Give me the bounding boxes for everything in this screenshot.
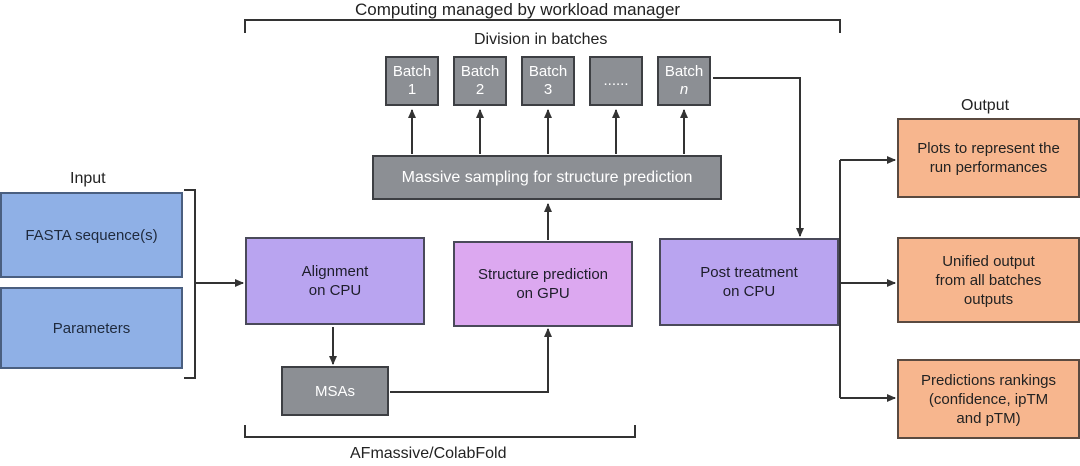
- batch-1-title: Batch: [392, 63, 432, 80]
- unified-line3: outputs: [963, 290, 1014, 308]
- msas-text: MSAs: [314, 382, 355, 400]
- rankings-line1: Predictions rankings: [920, 371, 1057, 389]
- batch-n-number: n: [679, 81, 689, 98]
- bottom-label: AFmassive/ColabFold: [350, 445, 507, 462]
- top-bracket: [244, 19, 841, 33]
- batch-2-number: 2: [475, 81, 485, 98]
- post-line1: Post treatment: [700, 264, 798, 281]
- batch-n-title: Batch: [664, 63, 704, 80]
- bottom-bracket: [244, 425, 636, 438]
- alignment-line2: on CPU: [308, 282, 362, 299]
- fasta-text: FASTA sequence(s): [25, 226, 158, 244]
- batch-3-title: Batch: [528, 63, 568, 80]
- input-bracket: [184, 189, 196, 379]
- division-label: Division in batches: [474, 31, 608, 48]
- batch-ellipsis-node: ......: [589, 56, 643, 106]
- msas-node: MSAs: [281, 366, 389, 416]
- unified-output-node: Unified output from all batches outputs: [897, 237, 1080, 323]
- batches-to-post-arrow: [713, 77, 804, 237]
- batch-n-node: Batch n: [657, 56, 711, 106]
- msas-to-structure-arrow: [390, 328, 552, 393]
- batch-3-node: Batch 3: [521, 56, 575, 106]
- batch-ellipsis-text: ......: [603, 72, 629, 89]
- post-treatment-node: Post treatment on CPU: [659, 238, 839, 326]
- fasta-node: FASTA sequence(s): [0, 192, 183, 278]
- input-label: Input: [70, 170, 106, 187]
- unified-line1: Unified output: [942, 252, 1035, 270]
- rankings-output-node: Predictions rankings (confidence, ipTM a…: [897, 359, 1080, 439]
- structure-line1: Structure prediction: [477, 266, 609, 283]
- batch-1-node: Batch 1: [385, 56, 439, 106]
- output-label: Output: [961, 97, 1010, 114]
- batch-3-number: 3: [543, 81, 553, 98]
- batch-2-node: Batch 2: [453, 56, 507, 106]
- rankings-line3: and pTM): [956, 409, 1021, 427]
- top-label: Computing managed by workload manager: [355, 0, 681, 19]
- plots-output-node: Plots to represent the run performances: [897, 118, 1080, 198]
- batch-1-number: 1: [407, 81, 417, 98]
- structure-line2: on GPU: [516, 285, 570, 302]
- unified-line2: from all batches: [935, 271, 1042, 289]
- parameters-text: Parameters: [52, 319, 131, 337]
- rankings-line2: (confidence, ipTM: [928, 390, 1049, 408]
- sampling-node: Massive sampling for structure predictio…: [372, 155, 722, 200]
- post-line2: on CPU: [722, 283, 776, 300]
- plots-line1: Plots to represent the: [917, 140, 1060, 157]
- batch-2-title: Batch: [460, 63, 500, 80]
- plots-line2: run performances: [929, 159, 1048, 176]
- alignment-node: Alignment on CPU: [245, 237, 425, 325]
- structure-node: Structure prediction on GPU: [453, 241, 633, 327]
- parameters-node: Parameters: [0, 287, 183, 369]
- sampling-text: Massive sampling for structure predictio…: [401, 169, 693, 186]
- alignment-line1: Alignment: [301, 263, 369, 280]
